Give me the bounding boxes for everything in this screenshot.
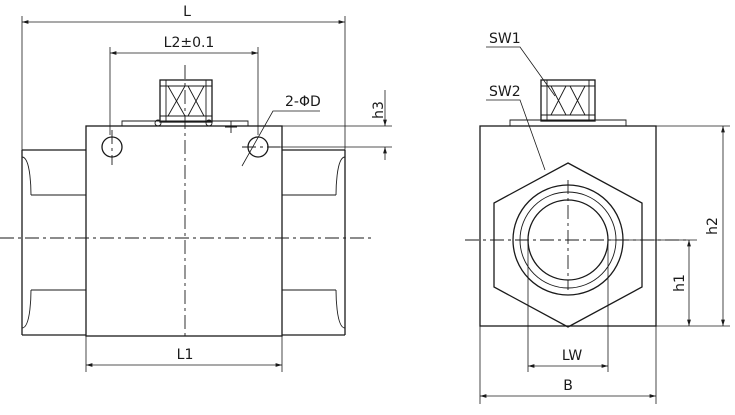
dim-L2: L2±0.1: [109, 35, 259, 135]
label-SW2: SW2: [489, 84, 521, 100]
dim-B: B: [479, 326, 657, 404]
leader-2-phiD: 2-ΦD: [241, 94, 321, 167]
left-port: [21, 149, 86, 336]
dim-h1: h1: [610, 239, 730, 327]
dim-h3: h3: [270, 90, 392, 160]
label-LW: LW: [562, 348, 583, 364]
valve-body: [85, 125, 283, 337]
label-h3: h3: [371, 101, 387, 119]
leader-SW2: SW2: [486, 84, 546, 171]
stem-nut: [121, 79, 249, 133]
dim-L: L: [21, 4, 346, 150]
label-SW1: SW1: [489, 31, 521, 47]
dim-h2: h2: [656, 125, 730, 326]
hex-nut: [493, 162, 643, 328]
label-h1: h1: [672, 274, 688, 292]
label-L: L: [183, 4, 191, 20]
side-stem-nut: [509, 79, 627, 126]
side-view: [465, 79, 690, 328]
label-B: B: [563, 378, 573, 394]
dim-L1: L1: [85, 336, 283, 372]
side-body: [479, 125, 657, 327]
front-view: [0, 65, 372, 340]
right-port: [282, 149, 346, 336]
label-L1: L1: [177, 347, 194, 363]
label-L2: L2±0.1: [164, 35, 215, 51]
dim-LW: LW: [527, 240, 609, 372]
label-2-phiD: 2-ΦD: [285, 94, 321, 110]
leader-SW1: SW1: [486, 31, 556, 97]
label-h2: h2: [705, 217, 721, 235]
